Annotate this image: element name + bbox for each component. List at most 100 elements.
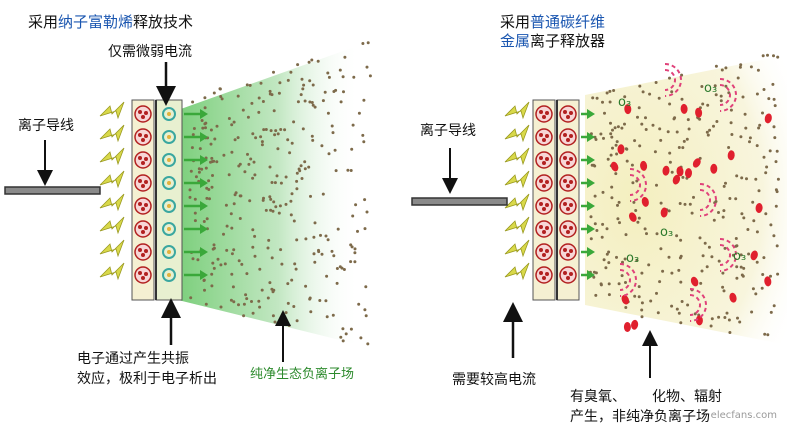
ion-dot <box>212 159 216 163</box>
ozone-label: o₃ <box>704 81 717 96</box>
ion-dot <box>324 299 328 303</box>
ion-dot <box>308 297 312 301</box>
ion-dot <box>287 324 291 327</box>
ion-dot <box>637 106 641 110</box>
fullerene-ball <box>134 174 152 192</box>
ion-dot <box>719 94 723 98</box>
ion-dot <box>594 293 598 297</box>
right-panel: o₃ o₃ o₃ o₃ o₃ <box>411 53 787 378</box>
ozone-molecule <box>610 161 619 172</box>
ion-dot <box>731 253 735 257</box>
ion-dot <box>197 170 201 174</box>
ion-dot <box>194 175 198 179</box>
emission-arrowhead <box>587 224 595 234</box>
fullerene-atom <box>563 133 567 137</box>
ozone-label: o₃ <box>660 225 673 240</box>
ion-dot <box>326 71 330 75</box>
resonator-core <box>167 112 171 116</box>
ozone-molecule <box>676 166 684 177</box>
left-title: 采用纳子富勒烯释放技术 <box>28 13 193 31</box>
ion-dot <box>615 255 618 259</box>
ion-dot <box>272 288 276 292</box>
lightning-bolt <box>504 239 530 258</box>
ion-dot <box>303 99 307 103</box>
ion-dot <box>594 138 598 141</box>
ion-dot <box>318 299 322 302</box>
ion-dot <box>640 271 644 275</box>
resonator-ring <box>162 107 176 121</box>
fullerene-atom <box>545 272 549 276</box>
fullerene-atom <box>539 202 543 206</box>
fullerene-atom <box>141 115 145 119</box>
ion-dot <box>272 200 276 204</box>
ion-dot <box>191 257 195 261</box>
fullerene-ball <box>535 128 553 146</box>
ion-dot <box>633 139 637 143</box>
ion-dot <box>647 263 651 267</box>
ion-dot <box>319 233 322 237</box>
ion-dot <box>302 83 306 87</box>
ion-dot <box>672 117 676 121</box>
radiation-wave <box>699 189 711 211</box>
ion-dot <box>200 119 204 122</box>
ion-dot <box>341 75 345 79</box>
resonator-core <box>167 158 171 162</box>
ion-dot <box>308 79 312 83</box>
radiation-wave <box>619 269 631 291</box>
fullerene-atom <box>569 203 573 207</box>
ion-dot <box>765 165 769 169</box>
ion-dot <box>744 126 748 130</box>
emission-arrowhead <box>587 270 595 280</box>
ion-dot <box>592 163 596 167</box>
fullerene-ball <box>559 266 577 284</box>
ion-dot <box>208 197 211 201</box>
ion-dot <box>740 176 744 180</box>
ion-dot <box>776 177 780 181</box>
ion-dot <box>236 136 240 140</box>
ion-dot <box>635 258 639 262</box>
ion-dot <box>202 279 206 282</box>
ion-dot <box>640 308 644 312</box>
fullerene-atom <box>545 249 549 253</box>
ion-dot <box>219 305 223 309</box>
left-wire-label: 离子导线 <box>18 118 74 134</box>
ion-dot <box>333 148 337 152</box>
ion-dot <box>231 285 235 289</box>
ion-dot <box>257 96 261 100</box>
ion-dot <box>213 137 217 141</box>
ion-dot <box>658 127 662 131</box>
right-title-highlight: 普通碳纤维 <box>530 13 606 31</box>
ion-dot <box>271 209 275 213</box>
ozone-molecule <box>695 315 703 326</box>
ion-dot <box>272 109 276 113</box>
emission-arrowhead <box>587 109 595 119</box>
fullerene-atom <box>539 110 543 114</box>
ion-dot <box>243 170 247 174</box>
ion-dot <box>312 235 316 239</box>
ion-dot <box>755 144 759 148</box>
lightning-bolt <box>504 193 530 212</box>
left-title-highlight: 纳子富勒烯 <box>58 13 134 31</box>
ion-dot <box>714 200 718 203</box>
fullerene-ball <box>134 105 152 123</box>
ion-dot <box>714 93 718 97</box>
ion-dot <box>276 147 280 151</box>
ion-dot <box>764 212 768 216</box>
ion-dot <box>363 227 367 231</box>
ion-dot <box>197 167 201 171</box>
resonator-ring <box>162 245 176 259</box>
ion-dot <box>667 209 671 213</box>
ion-dot <box>248 199 252 203</box>
ion-dot <box>595 229 599 232</box>
ion-dot <box>724 66 728 70</box>
ion-dot <box>363 308 367 312</box>
ion-dot <box>771 82 775 86</box>
resonator-ring <box>162 130 176 144</box>
ion-dot <box>245 83 249 87</box>
ion-dot <box>713 84 717 88</box>
ion-dot <box>191 100 195 104</box>
fullerene-atom <box>138 225 142 229</box>
ion-dot <box>755 92 759 96</box>
radiation-wave <box>719 244 731 266</box>
fullerene-atom <box>566 207 570 211</box>
